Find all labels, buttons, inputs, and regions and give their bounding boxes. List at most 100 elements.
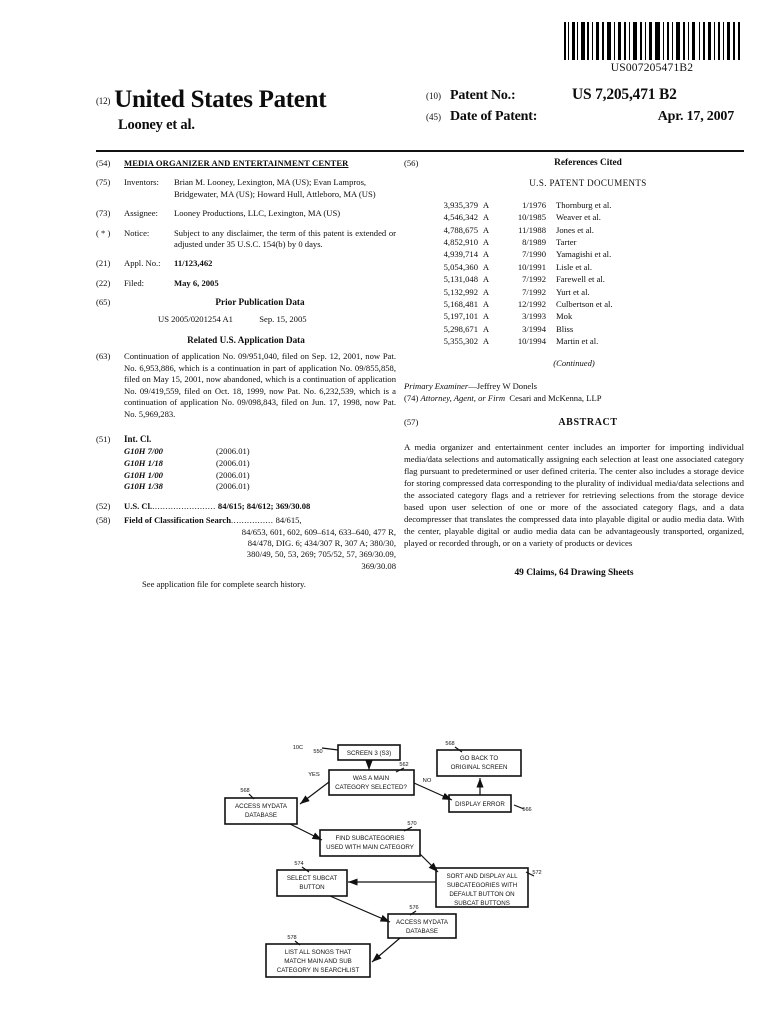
- code-45: (45): [426, 112, 441, 122]
- field-74-code: (74): [404, 393, 419, 404]
- field-of-search-line2: 84/653, 601, 602, 609–614, 633–640, 477 …: [241, 526, 396, 537]
- ref-name: Lisle et al.: [556, 261, 593, 272]
- node-accessdb2-ref: 576: [409, 905, 418, 911]
- field-22-filed: (22) Filed: May 6, 2005: [96, 278, 396, 289]
- ref-kind: A: [482, 286, 490, 297]
- ref-date: 10/1994: [517, 336, 546, 347]
- node-sortdisplay-line3: DEFAULT BUTTON ON: [449, 891, 514, 898]
- page-title: United States Patent: [114, 86, 327, 113]
- int-cl-code: G10H 1/18: [124, 457, 163, 468]
- ref-number: 4,788,675: [443, 224, 478, 235]
- ref-kind: A: [482, 323, 490, 334]
- node-mainq-ref: 562: [399, 762, 408, 768]
- us-cl-dots: ........................: [152, 500, 216, 511]
- ref-name: Bliss: [556, 323, 574, 334]
- patent-title-line: (12) United States Patent: [96, 86, 426, 114]
- related-app-data-heading: Related U.S. Application Data: [187, 335, 305, 346]
- ref-kind: A: [482, 212, 490, 223]
- edge-mainq-to-error: [413, 782, 453, 801]
- field-56-code: (56): [404, 158, 419, 168]
- int-cl-group: Int. Cl. G10H 7/00 (2006.01) G10H 1/18 (…: [124, 434, 396, 493]
- code-10: (10): [426, 91, 441, 101]
- field-73-assignee: (73) Assignee: Looney Productions, LLC, …: [96, 208, 396, 219]
- primary-examiner-line: Primary Examiner—Jeffrey W Donels: [404, 380, 744, 392]
- ref-date: 3/1994: [522, 323, 546, 334]
- node-accessdb1-line1: ACCESS MYDATA: [235, 803, 288, 810]
- node-goback: GO BACK TO ORIGINAL SCREEN 568: [436, 741, 522, 777]
- us-cl-value: 84/615; 84/612; 369/30.08: [217, 500, 311, 511]
- node-findsub-line2: USED WITH MAIN CATEGORY: [326, 844, 414, 851]
- ref-name: Thornburg et al.: [556, 199, 612, 210]
- abstract-heading: ABSTRACT: [558, 417, 618, 429]
- ref-number: 5,168,481: [443, 299, 478, 310]
- us-cl-label: U.S. Cl.: [124, 500, 153, 511]
- code-12: (12): [96, 96, 111, 106]
- field-54-code: (54): [96, 158, 111, 168]
- leader-accessdb2: [409, 910, 417, 916]
- table-row: 4,939,714 A 7/1990 Yamagishi et al.: [404, 248, 744, 260]
- int-cl-code: G10H 1/38: [124, 481, 163, 492]
- barcode-image: [562, 22, 742, 60]
- int-cl-heading: Int. Cl.: [124, 433, 152, 444]
- node-goback-line2: ORIGINAL SCREEN: [451, 764, 508, 771]
- ref-number: 4,852,910: [443, 237, 478, 248]
- attorney-label: Attorney, Agent, or Firm: [420, 393, 506, 404]
- field-notice: ( * ) Notice: Subject to any disclaimer,…: [96, 228, 396, 251]
- primary-examiner-name: Jeffrey W Donels: [476, 381, 537, 392]
- ref-name: Jones et al.: [556, 224, 594, 235]
- ref-number: 3,935,379: [443, 199, 478, 210]
- ref-name: Culbertson et al.: [556, 299, 613, 310]
- barcode-number: US007205471B2: [610, 62, 694, 74]
- first-inventor-line: Looney et al.: [118, 117, 195, 133]
- ref-number: 5,298,671: [443, 323, 478, 334]
- field-of-search-group: Field of Classification Search..........…: [124, 515, 396, 590]
- table-row: 5,168,481 A 12/1992 Culbertson et al.: [404, 298, 744, 310]
- node-display-error: DISPLAY ERROR 566: [448, 794, 532, 813]
- field-63-code: (63): [96, 351, 111, 362]
- prior-pub-heading: Prior Publication Data: [215, 297, 305, 308]
- int-cl-row: G10H 1/18 (2006.01): [124, 458, 396, 470]
- barcode-block: US007205471B2: [562, 22, 742, 74]
- references-cited-heading: References Cited: [554, 158, 622, 168]
- field-51-int-cl: (51) Int. Cl. G10H 7/00 (2006.01) G10H 1…: [96, 434, 396, 493]
- node-findsub-line1: FIND SUBCATEGORIES: [336, 835, 405, 842]
- table-row: 5,355,302 A 10/1994 Martin et al.: [404, 335, 744, 347]
- patent-no-value: US 7,205,471 B2: [572, 86, 677, 103]
- node-selectsub-ref: 574: [294, 861, 303, 867]
- leader-listsongs: [294, 940, 301, 946]
- ref-kind: A: [482, 274, 490, 285]
- field-21-code: (21): [96, 258, 111, 269]
- field-notice-code: ( * ): [96, 227, 111, 238]
- table-row: 3,935,379 A 1/1976 Thornburg et al.: [404, 199, 744, 211]
- int-cl-code: G10H 1/00: [124, 469, 163, 480]
- ref-date: 11/1988: [518, 224, 546, 235]
- leader-error: [513, 804, 525, 810]
- leader-goback: [454, 746, 463, 753]
- ref-number: 5,132,992: [443, 286, 478, 297]
- field-65-code: (65): [96, 297, 111, 308]
- int-cl-version: (2006.01): [216, 446, 250, 457]
- search-history-note: See application file for complete search…: [142, 579, 306, 590]
- assignee-label: Assignee:: [124, 208, 158, 219]
- leader-selectsub: [301, 866, 310, 873]
- ref-name: Yamagishi et al.: [556, 249, 612, 260]
- prior-pub-date: Sep. 15, 2005: [259, 313, 307, 324]
- ref-number: 5,197,101: [443, 311, 478, 322]
- ref-name: Mok: [556, 311, 573, 322]
- table-row: 4,852,910 A 8/1989 Tarter: [404, 236, 744, 248]
- notice-value: Subject to any disclaimer, the term of t…: [174, 227, 396, 250]
- node-selectsub-line2: BUTTON: [299, 884, 324, 891]
- node-sortdisplay-ref: 572: [532, 870, 541, 876]
- node-screen3-label: SCREEN 3 (S3): [347, 750, 391, 757]
- table-row: 5,131,048 A 7/1992 Farewell et al.: [404, 273, 744, 285]
- appl-no-label: Appl. No.:: [124, 258, 161, 269]
- ref-name: Weaver et al.: [556, 212, 601, 223]
- leader-sortdisplay: [525, 871, 535, 877]
- right-column: (56) References Cited U.S. PATENT DOCUME…: [404, 158, 744, 580]
- ref-date: 7/1992: [522, 286, 546, 297]
- node-sortdisplay-line4: SUBCAT BUTTONS: [454, 900, 510, 907]
- field-58-code: (58): [96, 515, 111, 526]
- edge-accessdb1-to-findsub: [289, 823, 323, 841]
- field-52-code: (52): [96, 500, 111, 511]
- ref-date: 7/1990: [522, 249, 546, 260]
